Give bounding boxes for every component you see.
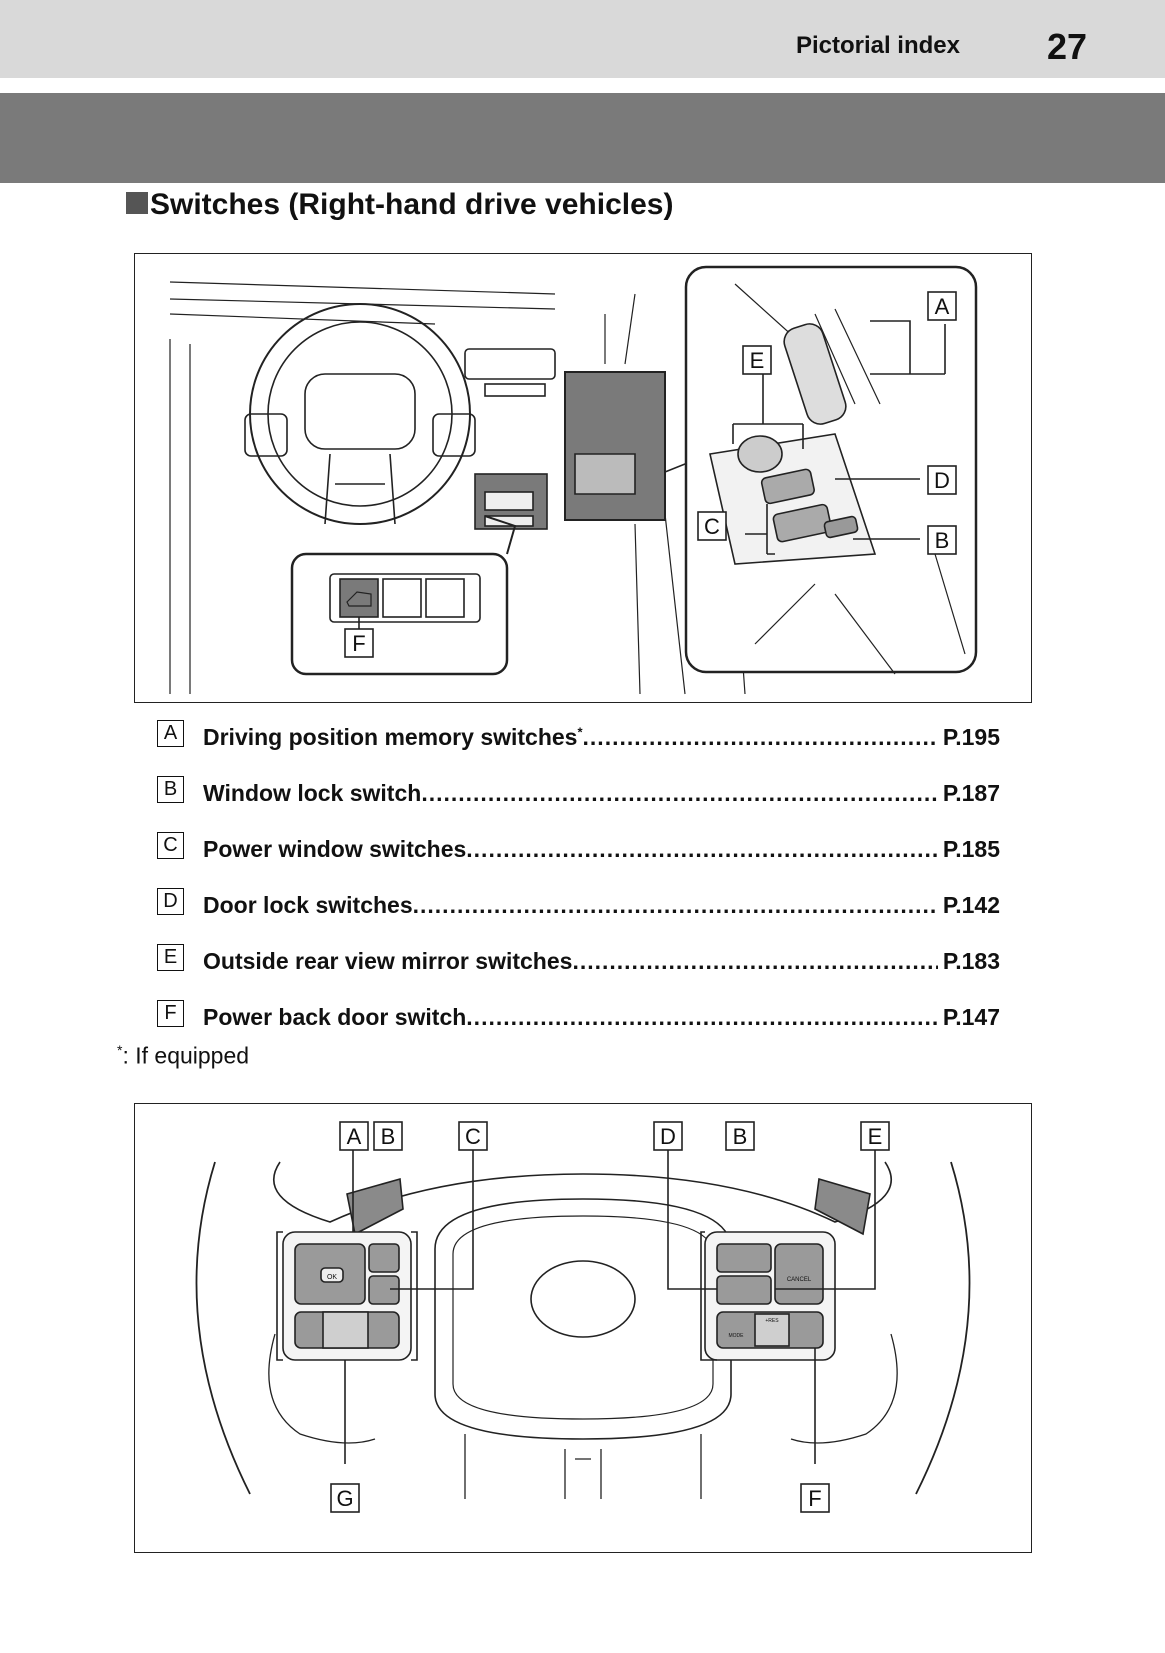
legend-key: A (157, 720, 184, 747)
legend-row-b: B Window lock switch P.187 (157, 774, 1000, 830)
res-button-label: +RES (765, 1318, 779, 1324)
leader-dots (572, 948, 938, 975)
heading-square-icon (126, 192, 148, 214)
legend-label: Door lock switches (203, 892, 413, 918)
leader-dots (466, 836, 938, 863)
callout-f: F (808, 1486, 821, 1511)
switch-legend: A Driving position memory switches* P.19… (157, 718, 1000, 1054)
page-number: 27 (1046, 26, 1087, 67)
callout-f: F (352, 631, 365, 656)
legend-row-e: E Outside rear view mirror switches P.18… (157, 942, 1000, 998)
legend-page-ref[interactable]: P.183 (942, 948, 1000, 974)
legend-key: C (157, 832, 184, 859)
ok-button-label: OK (327, 1274, 337, 1281)
legend-key: F (157, 1000, 184, 1027)
callout-b: B (935, 528, 950, 553)
cancel-button-label: CANCEL (787, 1277, 812, 1283)
door-switches-illustration: A E D C B F (169, 265, 978, 695)
callout-e: E (750, 348, 765, 373)
section-heading: Switches (Right-hand drive vehicles) (126, 188, 673, 222)
callout-d: D (660, 1124, 676, 1149)
callout-d: D (934, 468, 950, 493)
steering-switches-illustration: OK CANCEL MODE +RES A B C D B E G F (195, 1121, 971, 1513)
callout-a: A (935, 294, 950, 319)
legend-page-ref[interactable]: P.142 (942, 892, 1000, 918)
figure-door-switches: A E D C B F (134, 253, 1032, 703)
header-section-title: Pictorial index (795, 32, 960, 59)
legend-label: Power back door switch (203, 1004, 467, 1030)
leader-dots (583, 724, 938, 751)
callout-boxes (344, 291, 957, 658)
leader-dots (421, 780, 938, 807)
legend-page-ref[interactable]: P.195 (942, 724, 1000, 750)
callout-a: A (347, 1124, 362, 1149)
legend-page-ref[interactable]: P.185 (942, 836, 1000, 862)
legend-label: Outside rear view mirror switches (203, 948, 573, 974)
legend-marker: * (577, 724, 583, 740)
leader-dots (413, 892, 938, 919)
footnote-text: : If equipped (122, 1042, 250, 1069)
legend-key: D (157, 888, 184, 915)
callout-b: B (381, 1124, 396, 1149)
chapter-band (0, 93, 1165, 183)
footnote-marker: * (117, 1042, 123, 1058)
legend-page-ref[interactable]: P.187 (942, 780, 1000, 806)
section-heading-text: Switches (Right-hand drive vehicles) (150, 188, 674, 221)
callout-g: G (336, 1486, 353, 1511)
callout-c: C (465, 1124, 481, 1149)
legend-label: Window lock switch (203, 780, 422, 806)
legend-label: Driving position memory switches (203, 724, 578, 750)
legend-label: Power window switches (203, 836, 467, 862)
callout-c: C (704, 514, 720, 539)
legend-row-a: A Driving position memory switches* P.19… (157, 718, 1000, 774)
legend-row-d: D Door lock switches P.142 (157, 886, 1000, 942)
callout-e: E (868, 1124, 883, 1149)
callout-b: B (733, 1124, 748, 1149)
legend-row-c: C Power window switches P.185 (157, 830, 1000, 886)
footnote: *: If equipped (117, 1042, 249, 1070)
legend-key: B (157, 776, 184, 803)
figure-steering-switches: OK CANCEL MODE +RES A B C D B E G F (134, 1103, 1032, 1553)
mode-button-label: MODE (729, 1333, 745, 1339)
header-band (0, 0, 1165, 78)
leader-dots (466, 1004, 938, 1031)
legend-row-f: F Power back door switch P.147 (157, 998, 1000, 1054)
legend-page-ref[interactable]: P.147 (942, 1004, 1000, 1030)
legend-key: E (157, 944, 184, 971)
